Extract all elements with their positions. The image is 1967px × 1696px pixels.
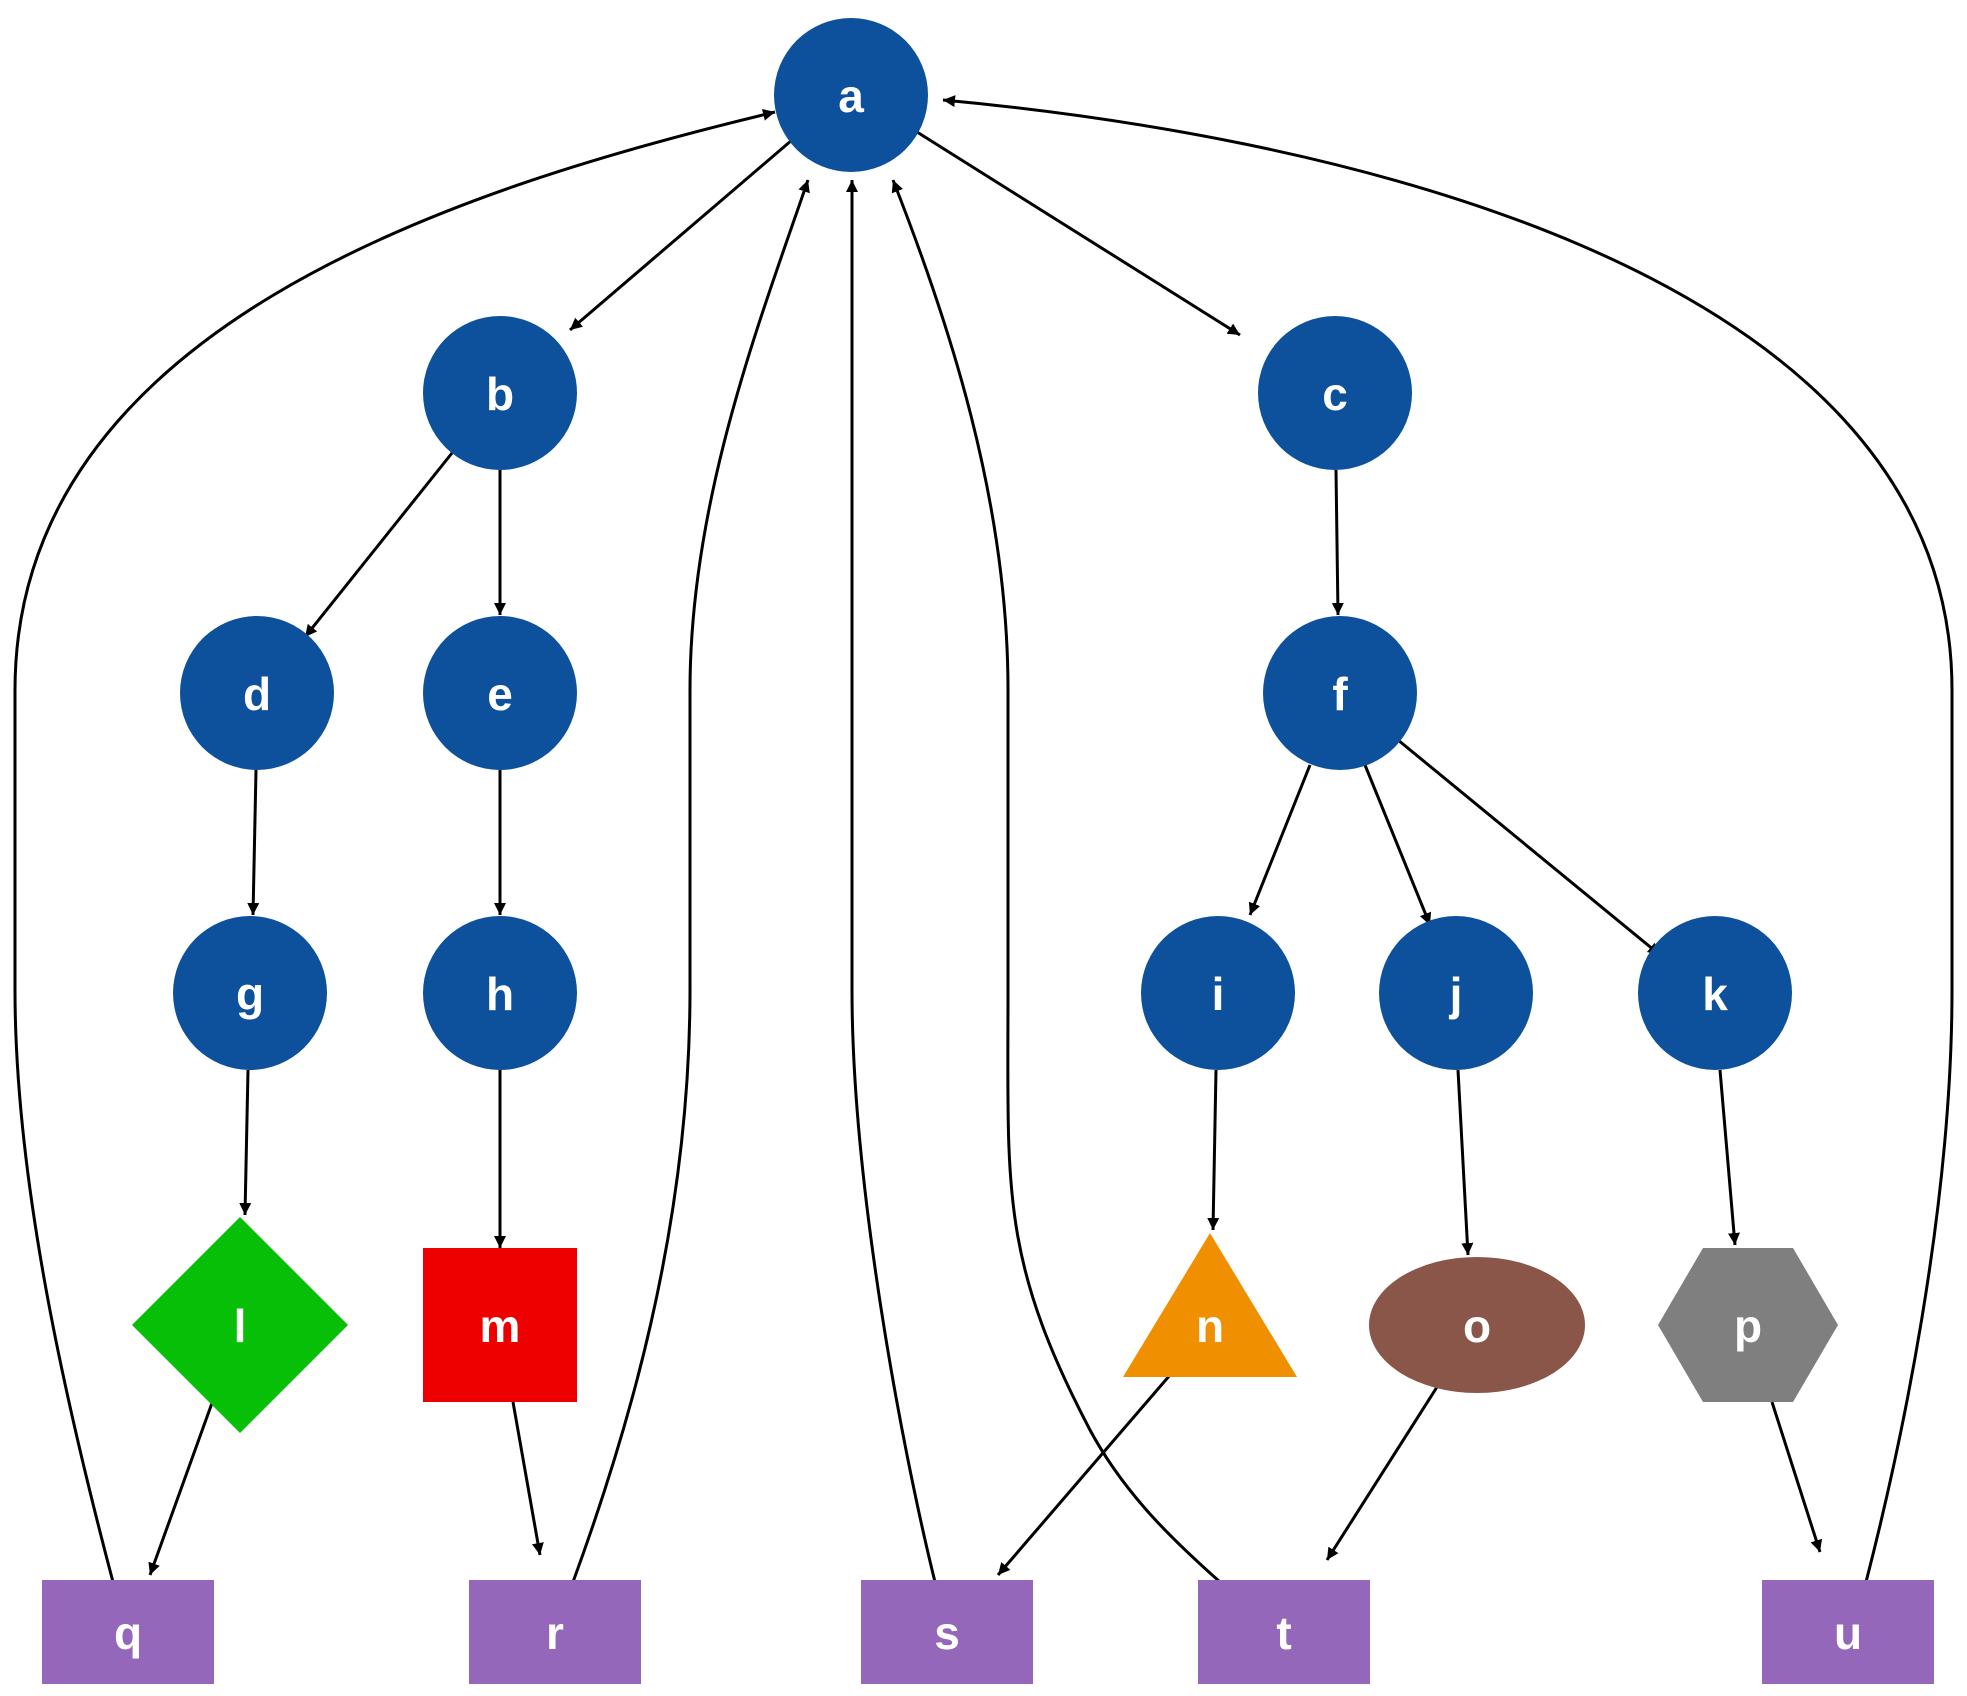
- node-c-circle: [1258, 316, 1412, 470]
- edge-o-to-t: [1325, 1386, 1439, 1561]
- node-q: q: [42, 1580, 214, 1684]
- node-h: h: [423, 916, 577, 1070]
- node-k-circle: [1638, 916, 1792, 1070]
- node-i-circle: [1141, 916, 1295, 1070]
- edge-j-to-o: [1456, 1069, 1474, 1256]
- node-u: u: [1762, 1580, 1934, 1684]
- node-f-circle: [1263, 616, 1417, 770]
- node-s: s: [861, 1580, 1033, 1684]
- node-t-box: [1198, 1580, 1370, 1684]
- node-a-label: a: [838, 70, 864, 122]
- edge-a-to-c: [916, 130, 1241, 337]
- node-d-circle: [180, 616, 334, 770]
- node-c: c: [1258, 316, 1412, 470]
- edge-p-to-u: [1770, 1401, 1823, 1553]
- node-p: p: [1658, 1248, 1838, 1402]
- node-a: a: [774, 18, 928, 172]
- node-f: f: [1263, 616, 1417, 770]
- node-r: r: [469, 1580, 641, 1684]
- edge-a-to-b: [569, 138, 793, 332]
- node-s-box: [861, 1580, 1033, 1684]
- node-b-label: b: [486, 368, 514, 420]
- edge-g-to-l: [239, 1069, 252, 1216]
- edge-f-to-i: [1248, 764, 1312, 916]
- edge-t-to-a: [891, 179, 1221, 1584]
- node-k-label: k: [1702, 968, 1728, 1020]
- edge-f-to-k: [1397, 738, 1661, 957]
- node-d: d: [180, 616, 334, 770]
- node-o: o: [1369, 1257, 1585, 1393]
- edge-s-to-a: [846, 180, 937, 1583]
- node-h-label: h: [486, 968, 514, 1020]
- node-g: g: [173, 916, 327, 1070]
- node-r-box: [469, 1580, 641, 1684]
- edge-d-to-g: [247, 769, 260, 916]
- node-h-circle: [423, 916, 577, 1070]
- node-s-label: s: [934, 1607, 960, 1659]
- edge-f-to-j: [1363, 764, 1432, 926]
- node-o-label: o: [1463, 1300, 1491, 1352]
- node-n-label: n: [1196, 1300, 1224, 1352]
- node-i-label: i: [1212, 968, 1225, 1020]
- edge-l-to-q: [148, 1402, 214, 1576]
- edge-q-to-a: [13, 108, 776, 1583]
- edge-k-to-p: [1718, 1069, 1740, 1246]
- node-n: n: [1123, 1233, 1297, 1377]
- node-c-label: c: [1322, 368, 1348, 420]
- node-n-triangle: [1123, 1233, 1297, 1377]
- node-t-label: t: [1276, 1607, 1291, 1659]
- node-k: k: [1638, 916, 1792, 1070]
- node-q-label: q: [114, 1607, 142, 1659]
- edges-layer: [13, 95, 1954, 1584]
- node-b: b: [423, 316, 577, 470]
- node-a-circle: [774, 18, 928, 172]
- node-m-square: [423, 1248, 577, 1402]
- node-m: m: [423, 1248, 577, 1402]
- node-f-label: f: [1332, 668, 1348, 720]
- node-p-hexagon: [1658, 1248, 1838, 1402]
- node-m-label: m: [480, 1300, 521, 1352]
- node-t: t: [1198, 1580, 1370, 1684]
- node-g-label: g: [236, 968, 264, 1020]
- node-r-label: r: [546, 1607, 564, 1659]
- node-l: l: [132, 1217, 348, 1433]
- node-j-circle: [1379, 916, 1533, 1070]
- node-q-box: [42, 1580, 214, 1684]
- node-j: j: [1379, 916, 1533, 1070]
- node-u-box: [1762, 1580, 1934, 1684]
- edge-m-to-r: [511, 1401, 544, 1556]
- edge-u-to-a: [942, 95, 1954, 1583]
- node-j-label: j: [1449, 968, 1463, 1020]
- node-e-circle: [423, 616, 577, 770]
- node-p-label: p: [1734, 1300, 1762, 1352]
- node-u-label: u: [1834, 1607, 1862, 1659]
- node-o-ellipse: [1369, 1257, 1585, 1393]
- edge-i-to-n: [1207, 1069, 1220, 1231]
- node-e: e: [423, 616, 577, 770]
- edge-c-to-f: [1331, 469, 1344, 616]
- nodes-layer: a b c d e f g h i j k l m n o p q r s t u: [42, 18, 1934, 1684]
- node-l-diamond: [132, 1217, 348, 1433]
- node-g-circle: [173, 916, 327, 1070]
- node-d-label: d: [243, 668, 271, 720]
- node-l-label: l: [234, 1300, 247, 1352]
- node-e-label: e: [487, 668, 513, 720]
- edge-r-to-a: [571, 179, 810, 1583]
- node-b-circle: [423, 316, 577, 470]
- edge-b-to-d: [303, 452, 454, 638]
- edge-n-to-s: [996, 1374, 1172, 1576]
- node-i: i: [1141, 916, 1295, 1070]
